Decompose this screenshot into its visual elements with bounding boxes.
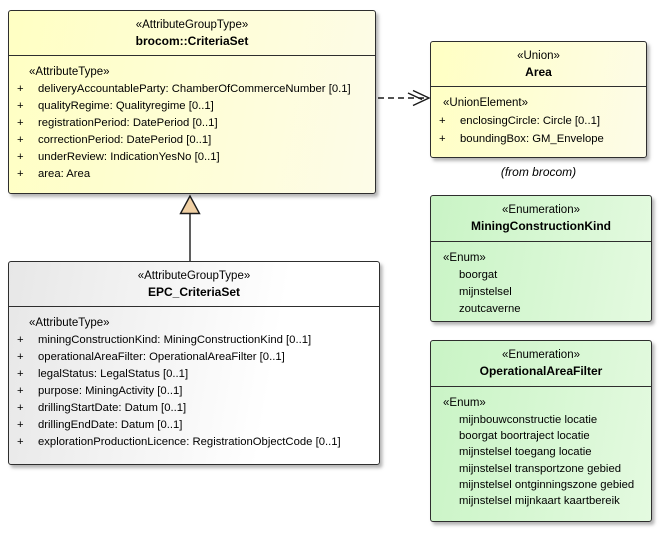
attribute-row: + operationalAreaFilter: OperationalArea… xyxy=(9,349,379,366)
from-package-note: (from brocom) xyxy=(500,165,577,179)
attribute-text: explorationProductionLicence: Registrati… xyxy=(38,436,341,448)
enum-literal: mijnbouwconstructie locatie xyxy=(459,414,598,426)
attribute-row: + registrationPeriod: DatePeriod [0..1] xyxy=(9,115,375,132)
section-label: «AttributeType» xyxy=(29,66,110,78)
class-box-operationalareafilter[interactable]: «Enumeration» OperationalAreaFilter «Enu… xyxy=(430,340,652,522)
attribute-text: qualityRegime: Qualityregime [0..1] xyxy=(38,100,214,112)
class-box-brocom-criteriaset[interactable]: «AttributeGroupType» brocom::CriteriaSet… xyxy=(8,10,376,194)
attribute-text: miningConstructionKind: MiningConstructi… xyxy=(38,334,312,346)
stereotype-label: «Enumeration» xyxy=(502,349,580,361)
section-label: «Enum» xyxy=(443,397,486,409)
class-name: EPC_CriteriaSet xyxy=(147,285,241,299)
enum-compartment: «Enum» mijnbouwconstructie locatie boorg… xyxy=(431,387,651,509)
visibility-plus: + xyxy=(17,368,24,380)
generalization-arrow xyxy=(179,194,201,261)
class-header: «AttributeGroupType» brocom::CriteriaSet xyxy=(9,11,375,56)
enum-literal: zoutcaverne xyxy=(459,303,521,315)
class-header: «Enumeration» MiningConstructionKind xyxy=(431,196,651,242)
class-box-epc-criteriaset[interactable]: «AttributeGroupType» EPC_CriteriaSet «At… xyxy=(8,261,380,465)
attribute-text: boundingBox: GM_Envelope xyxy=(460,133,604,145)
attribute-text: correctionPeriod: DatePeriod [0..1] xyxy=(38,134,212,146)
visibility-plus: + xyxy=(17,436,24,448)
attribute-row: + qualityRegime: Qualityregime [0..1] xyxy=(9,98,375,115)
dependency-arrow xyxy=(378,89,431,107)
attribute-row: + underReview: IndicationYesNo [0..1] xyxy=(9,149,375,166)
visibility-plus: + xyxy=(17,385,24,397)
enum-compartment: «Enum» boorgat mijnstelsel zoutcaverne xyxy=(431,242,651,318)
class-name: OperationalAreaFilter xyxy=(479,364,603,378)
class-box-miningconstructionkind[interactable]: «Enumeration» MiningConstructionKind «En… xyxy=(430,195,652,322)
attribute-row: + correctionPeriod: DatePeriod [0..1] xyxy=(9,132,375,149)
visibility-plus: + xyxy=(17,134,24,146)
attribute-text: area: Area xyxy=(38,168,91,180)
attribute-row: + drillingEndDate: Datum [0..1] xyxy=(9,417,379,434)
attribute-row: + miningConstructionKind: MiningConstruc… xyxy=(9,332,379,349)
section-label: «Enum» xyxy=(443,252,486,264)
visibility-plus: + xyxy=(17,100,24,112)
attributes-compartment: «AttributeType» + miningConstructionKind… xyxy=(9,307,379,451)
stereotype-label: «Enumeration» xyxy=(502,204,580,216)
visibility-plus: + xyxy=(17,117,24,129)
attribute-text: registrationPeriod: DatePeriod [0..1] xyxy=(38,117,218,129)
attribute-row: + legalStatus: LegalStatus [0..1] xyxy=(9,366,379,383)
enum-literal: mijnstelsel transportzone gebied xyxy=(459,462,622,475)
attribute-text: legalStatus: LegalStatus [0..1] xyxy=(38,368,189,380)
enum-literal: mijnstelsel ontginningszone gebied xyxy=(459,478,635,491)
stereotype-label: «Union» xyxy=(517,50,560,62)
section-label: «AttributeType» xyxy=(29,317,110,329)
generalization-triangle xyxy=(179,194,201,215)
class-name: brocom::CriteriaSet xyxy=(135,34,249,48)
attribute-text: enclosingCircle: Circle [0..1] xyxy=(460,115,601,127)
attribute-text: purpose: MiningActivity [0..1] xyxy=(38,385,183,397)
attribute-row: + deliveryAccountableParty: ChamberOfCom… xyxy=(9,81,375,98)
attribute-row: + drillingStartDate: Datum [0..1] xyxy=(9,400,379,417)
visibility-plus: + xyxy=(17,168,24,180)
attribute-text: operationalAreaFilter: OperationalAreaFi… xyxy=(38,351,285,363)
visibility-plus: + xyxy=(439,133,446,145)
attribute-text: deliveryAccountableParty: ChamberOfComme… xyxy=(38,83,351,95)
attribute-text: underReview: IndicationYesNo [0..1] xyxy=(38,151,220,163)
attribute-row: + explorationProductionLicence: Registra… xyxy=(9,434,379,451)
class-box-area[interactable]: «Union» Area «UnionElement» + enclosingC… xyxy=(430,41,647,158)
visibility-plus: + xyxy=(17,334,24,346)
section-label: «UnionElement» xyxy=(443,97,529,109)
visibility-plus: + xyxy=(17,351,24,363)
visibility-plus: + xyxy=(439,115,446,127)
enum-literal: boorgat xyxy=(459,269,498,281)
class-name: MiningConstructionKind xyxy=(471,219,611,233)
enum-literal: boorgat boortraject locatie xyxy=(459,430,590,443)
class-header: «Enumeration» OperationalAreaFilter xyxy=(431,341,651,387)
enum-literal: mijnstelsel xyxy=(459,286,512,298)
attributes-compartment: «UnionElement» + enclosingCircle: Circle… xyxy=(431,87,646,148)
stereotype-label: «AttributeGroupType» xyxy=(135,19,249,31)
attribute-text: drillingStartDate: Datum [0..1] xyxy=(38,402,187,414)
enum-literal: mijnstelsel toegang locatie xyxy=(459,446,592,459)
attributes-compartment: «AttributeType» + deliveryAccountablePar… xyxy=(9,56,375,183)
attribute-row: + area: Area xyxy=(9,166,375,183)
attribute-row: + purpose: MiningActivity [0..1] xyxy=(9,383,379,400)
visibility-plus: + xyxy=(17,83,24,95)
visibility-plus: + xyxy=(17,151,24,163)
stereotype-label: «AttributeGroupType» xyxy=(137,270,251,282)
visibility-plus: + xyxy=(17,419,24,431)
attribute-row: + boundingBox: GM_Envelope xyxy=(431,130,646,148)
attribute-text: drillingEndDate: Datum [0..1] xyxy=(38,419,183,431)
enum-literal: mijnstelsel mijnkaart kaartbereik xyxy=(459,495,620,508)
attribute-row: + enclosingCircle: Circle [0..1] xyxy=(431,112,646,130)
class-header: «Union» Area xyxy=(431,42,646,87)
class-header: «AttributeGroupType» EPC_CriteriaSet xyxy=(9,262,379,307)
class-name: Area xyxy=(525,65,552,79)
visibility-plus: + xyxy=(17,402,24,414)
